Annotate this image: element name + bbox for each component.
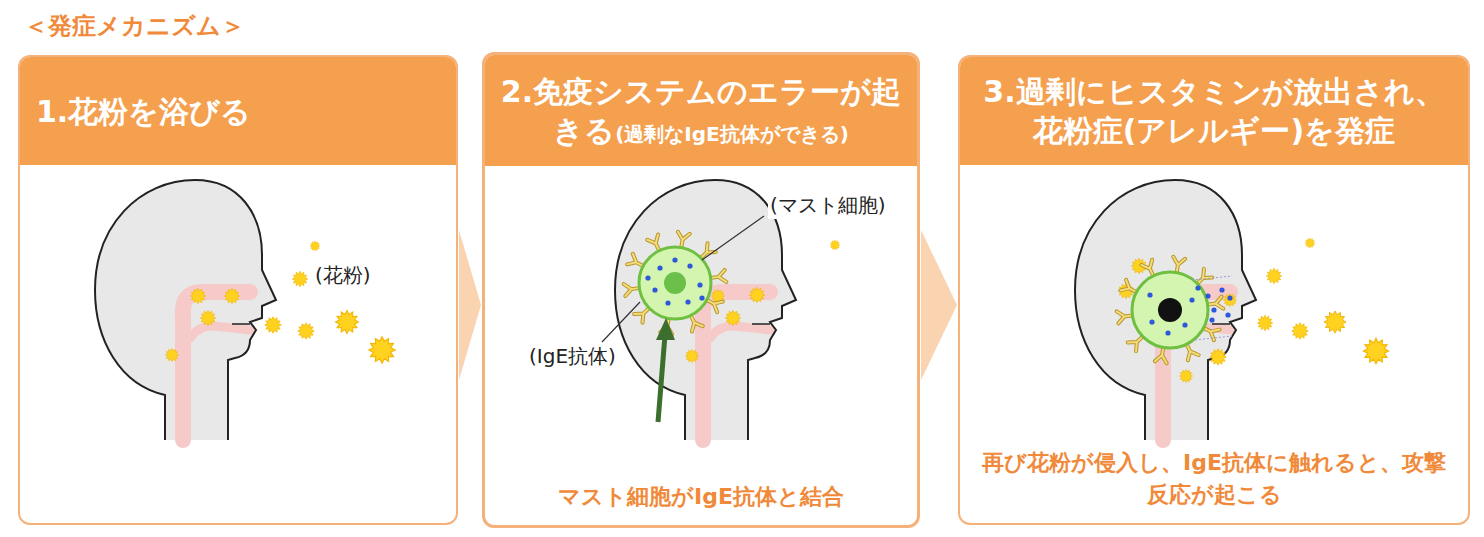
histamine-granule [1165,330,1170,335]
callout-label: (マスト細胞) [768,192,888,219]
flow-chevron [921,230,957,380]
histamine-granule [1225,312,1230,317]
flow-chevron [459,230,481,380]
histamine-granule [685,299,690,304]
pollen-grain [335,310,358,333]
diagram-title: ＜発症メカニズム＞ [24,10,245,42]
pollen-grain [1210,349,1227,366]
pollen-grain [265,317,282,334]
step-heading: 1.花粉を浴びる [36,94,251,129]
histamine-granule [665,300,670,305]
callout-label: (花粉) [313,262,373,289]
histamine-granule [699,295,704,300]
panel-header: 2.免疫システムのエラーが起きる(過剰なIgE抗体ができる) [485,55,917,166]
histamine-granule [1209,317,1214,322]
header-text: 3.過剰にヒスタミンが放出され、花粉症(アレルギー)を発症 [974,72,1454,150]
pollen-grain [310,241,320,251]
header-text: 2.免疫システムのエラーが起きる(過剰なIgE抗体ができる) [497,72,905,150]
histamine-granule [672,257,677,262]
callout-label: (IgE抗体) [527,343,618,370]
histamine-granule [1149,319,1154,324]
pollen-grain [749,287,764,302]
pollen-grain [725,310,740,325]
step-description: 再び花粉が侵入し、IgE抗体に触れると、攻撃反応が起こる [960,447,1468,523]
mast-cell [624,232,727,335]
histamine-granule [652,287,657,292]
header-text: 1.花粉を浴びる [36,92,251,131]
head-profile [1075,180,1256,440]
histamine-granule [1227,295,1232,300]
pollen-grain [1257,315,1272,330]
histamine-granule [1205,293,1210,298]
pollen-grain [165,348,178,361]
pollen-grain [200,310,215,325]
histamine-granule [1147,292,1152,297]
pollen-grain [685,349,698,362]
histamine-granule [1211,307,1216,312]
step-subheading: (過剰なIgE抗体ができる) [615,122,849,146]
mast-cell-activated [1117,257,1233,363]
pollen-grains [165,238,1388,383]
pollen-grain [369,337,395,363]
histamine-granule [657,265,662,270]
step-heading: 3.過剰にヒスタミンが放出され、花粉症(アレルギー)を発症 [983,74,1444,148]
pollen-grain [1305,238,1315,248]
pollen-grain [298,323,315,340]
panel-header: 3.過剰にヒスタミンが放出され、花粉症(アレルギー)を発症 [960,57,1468,165]
ige-arrow [656,318,675,422]
pollen-grain [1363,338,1388,363]
head-profile [95,180,276,440]
histamine-granule [1195,285,1200,290]
pollen-grain [1266,268,1281,283]
histamine-granule [697,282,702,287]
histamine-granule [1182,322,1187,327]
histamine-granule [1189,297,1194,302]
head-profile [615,180,796,440]
histamine-granule [687,263,692,268]
pollen-grain [830,240,840,250]
pollen-grain [1223,293,1236,306]
pollen-grain [1179,369,1192,382]
leader-line [702,216,764,260]
pollen-grain [1292,323,1309,340]
histamine-granule [1219,287,1224,292]
pollen-grain [224,288,239,303]
histamine-granule [645,275,650,280]
pollen-grain [190,288,205,303]
panel-header: 1.花粉を浴びる [20,57,456,165]
pollen-grain [292,271,307,286]
step-description: マスト細胞がIgE抗体と結合 [485,481,917,525]
pollen-grain [1324,311,1346,333]
leader-line [602,302,640,342]
